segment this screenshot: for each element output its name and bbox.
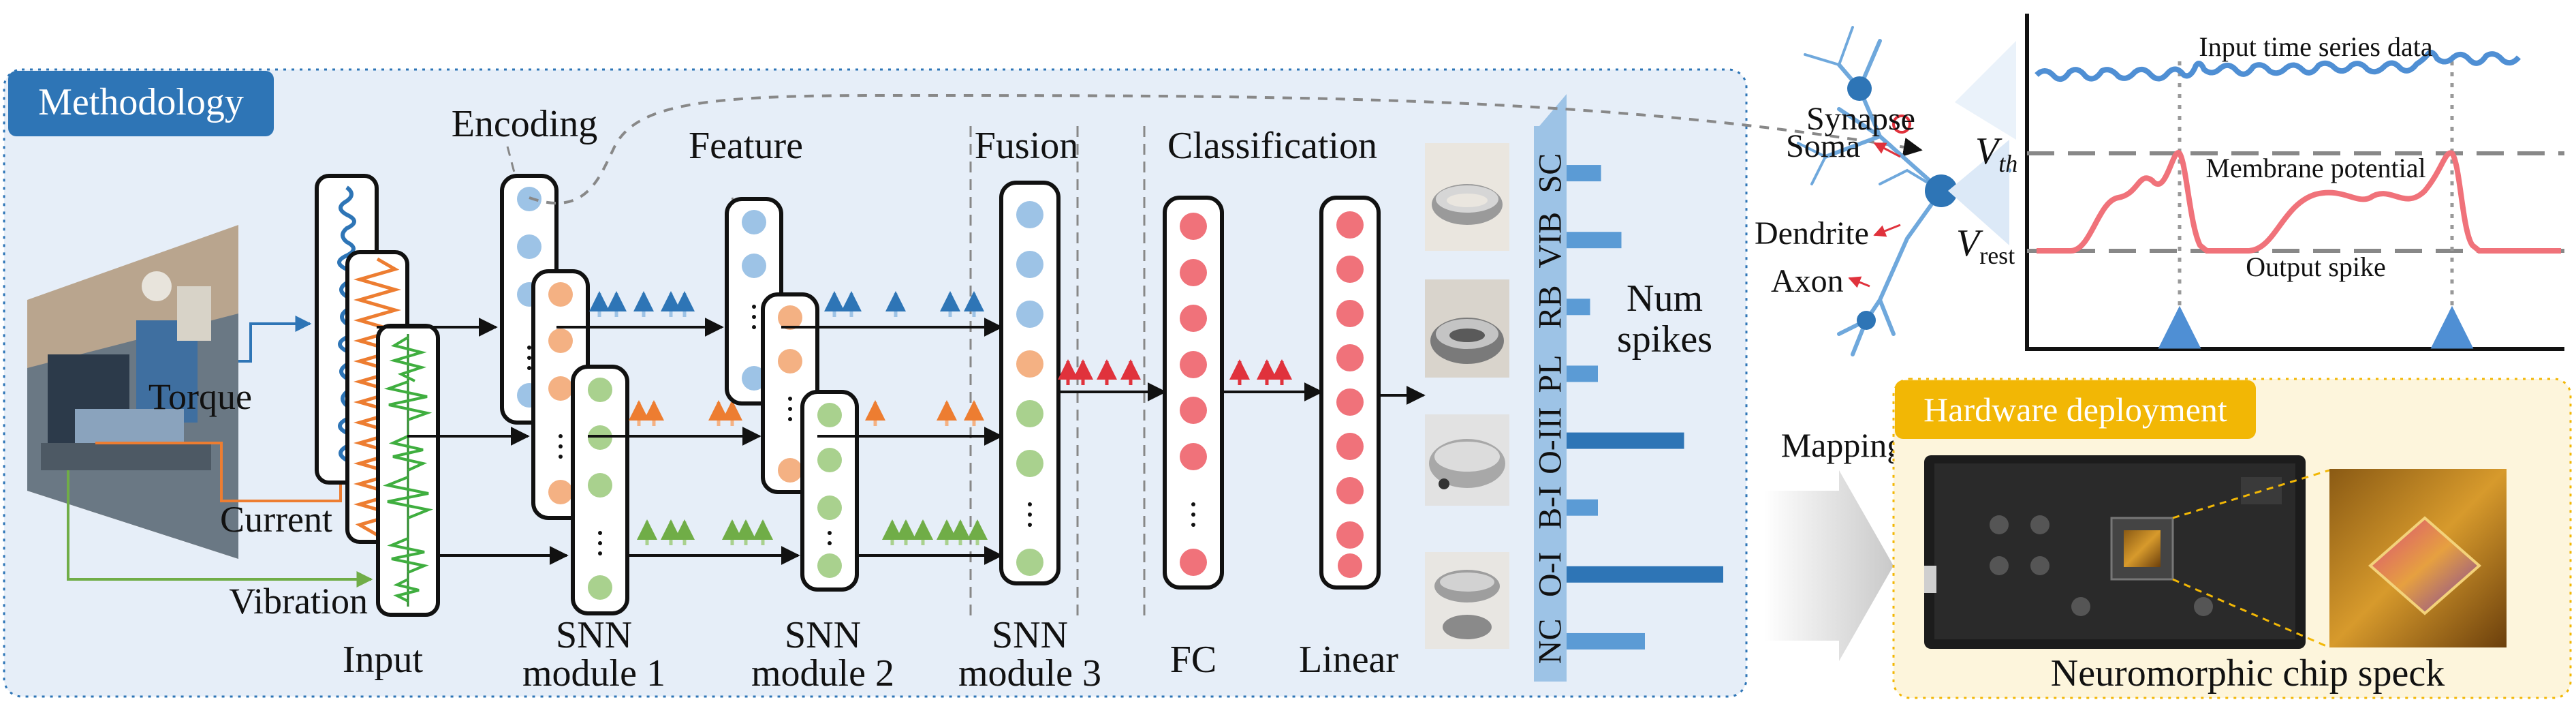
torque-route (238, 316, 312, 363)
axon-pointer (1848, 276, 1870, 288)
class-spike-bar-o-iii (1567, 432, 1684, 449)
spikes-snn1-snn2 (589, 291, 773, 545)
class-label-vib: VIB (1533, 212, 1569, 269)
membrane-potential (2037, 150, 2561, 254)
class-spike-bar-sc (1567, 165, 1601, 182)
label-snn3-a: SNN (992, 614, 1068, 656)
label-snn3-b: module 3 (958, 652, 1101, 695)
vibration-route (67, 470, 373, 587)
chip-caption: Neuromorphic chip speck (2051, 652, 2445, 695)
vibration-signal-card (376, 324, 440, 617)
neuron-beam (1948, 140, 2009, 245)
class-label-o-i: O-I (1533, 551, 1569, 597)
bearing-photo-2 (1425, 279, 1509, 378)
num-spikes-line2: spikes (1617, 318, 1712, 361)
input-time-series (2035, 50, 2522, 82)
synapse-marker (1892, 115, 1911, 134)
chip-zoom-line-2 (2172, 578, 2330, 649)
label-snn1-b: module 1 (522, 652, 665, 695)
class-spike-bar-vib (1567, 232, 1622, 249)
methodology-badge (8, 71, 274, 136)
label-snn2-a: SNN (785, 614, 861, 656)
stage-fusion: Fusion (975, 125, 1079, 167)
label-mapping: Mapping (1781, 426, 1904, 464)
stage-encoding: Encoding (452, 103, 598, 145)
fc-layer (1163, 196, 1224, 590)
class-spike-bar-o-i (1567, 566, 1723, 583)
neuron-soma-2 (1847, 76, 1872, 101)
label-linear: Linear (1299, 639, 1398, 681)
neuron-connector (529, 93, 1923, 205)
chip-closeup (2329, 469, 2507, 647)
chip-zoom-line-1 (2172, 469, 2330, 519)
input-vibration-label: Vibration (229, 581, 368, 622)
neuron-beam-top (1955, 41, 2016, 140)
bearing-photo-4 (1425, 552, 1509, 649)
class-spike-bars (1567, 165, 1723, 650)
class-label-bar (1534, 126, 1567, 682)
label-snn1-a: SNN (556, 614, 632, 656)
bearing-photo-3 (1425, 414, 1509, 506)
hardware-badge-label: Hardware deployment (1923, 391, 2227, 429)
mapping-arrow (1764, 470, 1894, 661)
label-fc: FC (1170, 639, 1217, 681)
stage-feature: Feature (689, 125, 803, 167)
class-label-o-iii: O-III (1533, 407, 1569, 474)
neuron-soma-3 (1857, 311, 1876, 330)
label-membrane: Membrane potential (2205, 153, 2425, 183)
neuron-illustration (1797, 26, 2011, 356)
input-current-label: Current (220, 499, 332, 540)
spikes-snn2-snn3 (824, 291, 988, 545)
spikes-fc-linear (1229, 359, 1292, 385)
class-label-rb: RB (1533, 285, 1569, 329)
class-label-nc: NC (1533, 619, 1569, 665)
label-synapse: Synapse (1806, 101, 1915, 137)
label-vrest: Vrest (1956, 222, 2015, 269)
input-torque-label: Torque (148, 376, 252, 417)
snn-module-2 (725, 197, 859, 592)
bearing-photo-1 (1425, 143, 1509, 251)
linear-layer (1319, 196, 1381, 590)
label-output-spike: Output spike (2246, 251, 2386, 282)
snn-module-3 (999, 181, 1061, 585)
spikes-snn3-fc (1058, 359, 1141, 385)
label-snn2-b: module 2 (751, 652, 894, 695)
class-labels: SC VIB RB PL O-III B-I O-I NC (1533, 153, 1569, 665)
snn-module-1 (500, 174, 629, 615)
label-axon: Axon (1771, 263, 1844, 299)
class-spike-bar-rb (1567, 299, 1590, 316)
label-input: Input (343, 639, 424, 681)
label-input-series: Input time series data (2199, 31, 2432, 62)
hardware-badge (1895, 380, 2256, 439)
dev-board (1924, 455, 2306, 649)
num-spikes-line1: Num (1627, 277, 1703, 320)
class-label-pl: PL (1533, 354, 1569, 393)
label-dendrite: Dendrite (1755, 215, 1869, 251)
label-vth: Vth (1975, 130, 2017, 177)
neuron-soma (1925, 174, 1958, 207)
dendrite-pointer (1873, 224, 1901, 237)
class-label-sc: SC (1533, 153, 1569, 194)
soma-pointer (1873, 142, 1901, 158)
class-spike-bar-pl (1567, 365, 1598, 382)
stage-classification: Classification (1167, 125, 1377, 167)
methodology-badge-label: Methodology (38, 81, 244, 123)
class-spike-bar-nc (1567, 632, 1645, 650)
class-label-b-i: B-I (1533, 486, 1569, 530)
test-rig-photo (27, 225, 238, 559)
label-soma: Soma (1786, 128, 1860, 164)
class-spike-bar-b-i (1567, 499, 1598, 516)
